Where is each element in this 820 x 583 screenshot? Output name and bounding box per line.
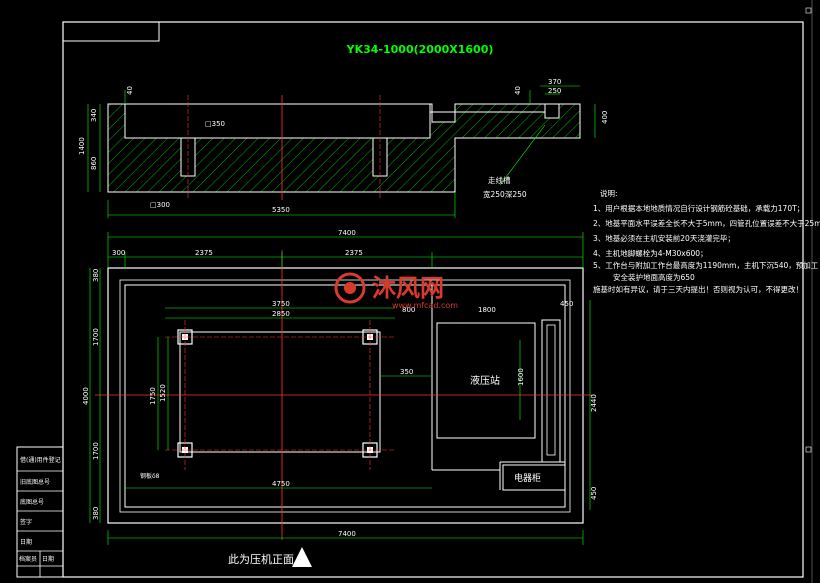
plan-dim-2850: 2850 <box>272 310 290 318</box>
plan-dim-3750: 3750 <box>272 300 290 308</box>
title-row-2: 旧底图总号 <box>20 478 50 486</box>
plan-dim-2375-right: 2375 <box>345 249 363 257</box>
dim-sq300: □300 <box>150 201 170 209</box>
dim-860: 860 <box>90 157 98 170</box>
note-line-3: 3、地基必须在主机安装前20天浇灌完毕； <box>593 233 735 243</box>
plan-dim-2375-left: 2375 <box>195 249 213 257</box>
plan-dim-1700-lower: 1700 <box>92 442 100 460</box>
plan-dim-7400-top: 7400 <box>338 229 356 237</box>
plan-dimension-lines <box>89 232 591 545</box>
electrical-cabinet-label: 电器柜 <box>514 472 541 484</box>
title-row-1: 借(通)用件登记 <box>20 456 61 464</box>
cable-trough-label: 走线槽 <box>488 175 511 185</box>
plan-dim-380-top: 380 <box>92 269 100 282</box>
section-view <box>107 95 581 200</box>
note-line-5: 5、工作台与附加工作台最高度为1190mm，主机下沉540，预加工 <box>593 260 819 270</box>
plan-dim-800: 800 <box>402 306 415 314</box>
sheet-border <box>62 21 804 578</box>
drawing-title: YK34-1000(2000X1600) <box>346 43 494 56</box>
dim-400: 400 <box>601 111 609 124</box>
watermark-main: 沐风网 <box>372 274 444 302</box>
plan-dim-1800: 1800 <box>478 306 496 314</box>
note-line-4: 4、主机地脚螺栓为4-M30x600； <box>593 248 708 258</box>
cable-trough-size: 宽250深250 <box>483 189 527 199</box>
watermark-sub: www.mfcad.com <box>392 301 458 310</box>
title-row-4: 签字 <box>20 518 32 526</box>
hydraulic-station-label: 液压站 <box>470 374 500 387</box>
plan-dim-380-bottom: 380 <box>92 507 100 520</box>
dim-5350: 5350 <box>272 206 290 214</box>
plan-dim-1750: 1750 <box>149 387 157 405</box>
dim-250: 250 <box>548 87 561 95</box>
plan-dim-2440: 2440 <box>590 394 598 412</box>
dim-sq350: □350 <box>205 120 225 128</box>
dim-40-left: 40 <box>126 86 134 95</box>
front-view-label: 此为压机正面 <box>228 552 294 566</box>
title-row-3: 底图总号 <box>20 498 44 506</box>
plan-dim-450-bottom: 450 <box>590 487 598 500</box>
corner-box <box>62 21 160 42</box>
title-row-7: 日期 <box>42 555 54 563</box>
plan-dim-4750: 4750 <box>272 480 290 488</box>
note-line-1: 1、用户根据本地地质情况自行设计钢筋砼基础，承载力170T； <box>593 203 804 213</box>
plan-dim-1600: 1600 <box>517 368 525 386</box>
plan-dim-4000: 4000 <box>82 387 90 405</box>
note-line-2: 2、地基平面水平误差全长不大于5mm，四管孔位置误差不大于25mm； <box>593 218 820 228</box>
dim-40-right: 40 <box>514 86 522 95</box>
notes-block: 说明: 1、用户根据本地地质情况自行设计钢筋砼基础，承载力170T； 2、地基平… <box>593 188 820 294</box>
section-dimension-lines <box>87 85 596 218</box>
dim-1400: 1400 <box>78 137 86 155</box>
note-line-6: 安全装护地面高度为650 <box>613 272 695 282</box>
front-marker-triangle-icon <box>292 547 312 567</box>
title-block: 借(通)用件登记 旧底图总号 底图总号 签字 日期 档案员 日期 <box>16 446 64 578</box>
grip-top <box>805 7 812 14</box>
plan-dim-300: 300 <box>112 249 125 257</box>
watermark: 沐风网 www.mfcad.com <box>334 272 458 310</box>
steel-plate-note: 钢板δ8 <box>140 472 160 480</box>
title-row-6: 档案员 <box>19 555 37 563</box>
grip-bottom <box>805 446 812 453</box>
plan-dim-1520: 1520 <box>159 384 167 402</box>
plan-view <box>95 250 595 540</box>
plan-dim-1700-upper: 1700 <box>92 328 100 346</box>
plan-dim-450-top: 450 <box>560 300 573 308</box>
plan-dim-7400-bottom: 7400 <box>338 530 356 538</box>
title-row-5: 日期 <box>20 538 32 546</box>
dim-340: 340 <box>90 109 98 122</box>
notes-heading: 说明: <box>600 188 618 198</box>
plan-dim-350: 350 <box>400 368 413 376</box>
note-line-7: 施基时如有异议，请于三天内提出！否则视为认可，不得更改！ <box>593 284 803 294</box>
dim-370: 370 <box>548 78 561 86</box>
watermark-logo-icon <box>334 272 366 304</box>
